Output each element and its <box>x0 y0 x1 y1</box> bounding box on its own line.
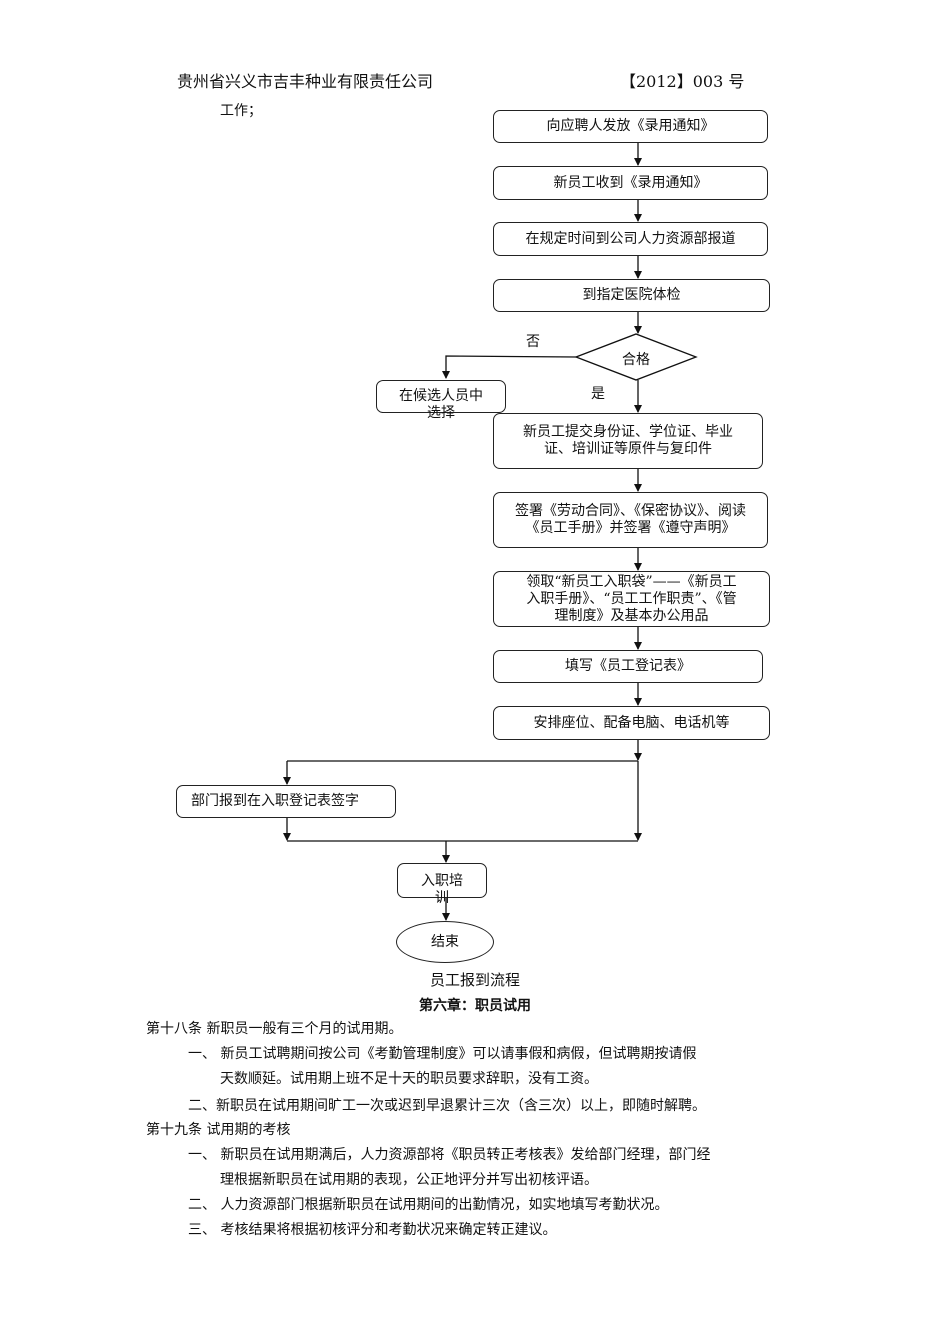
flow-step-submit-documents: 新员工提交身份证、学位证、毕业 证、培训证等原件与复印件 <box>493 413 763 469</box>
article-19-item-1-line-2: 理根据新职员在试用期的表现，公正地评分并写出初核评语。 <box>220 1172 598 1188</box>
article-19-head: 第十九条 试用期的考核 <box>146 1122 291 1138</box>
flow-step-receive-offer: 新员工收到《录用通知》 <box>493 166 768 200</box>
decision-yes-label: 是 <box>591 386 605 402</box>
flow-step-training: 入职培 训 <box>397 863 487 906</box>
decision-no-label: 否 <box>526 334 540 350</box>
flow-step-department-sign: 部门报到在入职登记表签字 <box>176 785 396 818</box>
arrow-decision-no <box>442 355 577 379</box>
article-18-item-1-line-2: 天数顺延。试用期上班不足十天的职员要求辞职，没有工资。 <box>220 1071 598 1087</box>
flow-step-send-offer: 向应聘人发放《录用通知》 <box>493 110 768 143</box>
flow-step-collect-kit: 领取“新员工入职袋”——《新员工 入职手册》、“员工工作职责”、《管 理制度》及… <box>493 571 770 627</box>
company-name: 贵州省兴义市吉丰种业有限责任公司 <box>177 72 434 91</box>
document-number: 【2012】003 号 <box>620 72 745 91</box>
article-19-item-2: 二、 人力资源部门根据新职员在试用期间的出勤情况，如实地填写考勤状况。 <box>188 1197 669 1213</box>
flow-step-sign-contracts: 签署《劳动合同》、《保密协议》、阅读 《员工手册》并签署《遵守声明》 <box>493 492 768 548</box>
flow-end-ellipse: 结束 <box>396 921 494 963</box>
article-18-item-1-line-1: 一、 新员工试聘期间按公司《考勤管理制度》可以请事假和病假，但试聘期按请假 <box>188 1046 697 1062</box>
flowchart-caption: 员工报到流程 <box>429 971 520 989</box>
article-19-item-3: 三、 考核结果将根据初核评分和考勤状况来确定转正建议。 <box>188 1222 557 1238</box>
flow-step-candidate: 在候选人员中 选择 <box>376 380 506 421</box>
flow-step-arrange-desk: 安排座位、配备电脑、电话机等 <box>493 706 770 740</box>
flow-step-register-form: 填写《员工登记表》 <box>493 650 763 683</box>
previous-text-tail: 工作； <box>220 103 262 119</box>
article-19-item-1-line-1: 一、 新职员在试用期满后，人力资源部将《职员转正考核表》发给部门经理，部门经 <box>188 1147 711 1163</box>
flow-step-medical-check: 到指定医院体检 <box>493 279 770 312</box>
article-18-item-2: 二、新职员在试用期间旷工一次或迟到早退累计三次（含三次）以上，即随时解聘。 <box>188 1098 706 1114</box>
decision-diamond <box>574 333 698 381</box>
chapter-title: 第六章：职员试用 <box>419 998 531 1014</box>
flow-step-report-hr: 在规定时间到公司人力资源部报道 <box>493 222 768 256</box>
decision-label: 合格 <box>622 352 650 368</box>
flowchart-connectors <box>283 143 698 921</box>
article-18-head: 第十八条 新职员一般有三个月的试用期。 <box>146 1021 403 1037</box>
